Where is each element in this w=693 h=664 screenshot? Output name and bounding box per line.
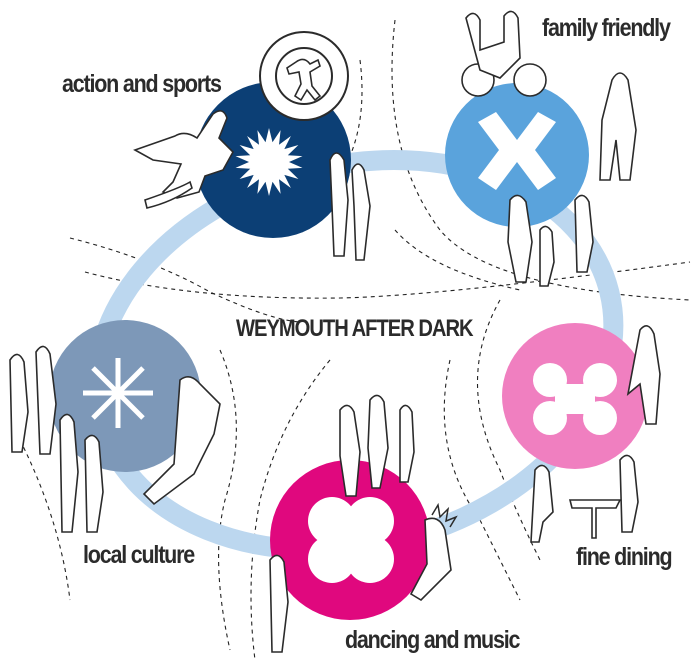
sports-badge-icon bbox=[259, 31, 349, 121]
page-title: WEYMOUTH AFTER DARK bbox=[236, 315, 474, 342]
label-local-culture[interactable]: local culture bbox=[83, 541, 195, 569]
label-action-and-sports[interactable]: action and sports bbox=[62, 70, 222, 98]
starburst-icon bbox=[235, 128, 303, 196]
label-family-friendly[interactable]: family friendly bbox=[542, 14, 671, 42]
label-fine-dining[interactable]: fine dining bbox=[576, 543, 673, 571]
asterisk-icon bbox=[83, 358, 153, 428]
starburst-shape bbox=[235, 128, 303, 196]
spark-mark bbox=[431, 502, 458, 528]
cross-icon bbox=[478, 112, 556, 190]
local-culture-circle[interactable] bbox=[49, 320, 201, 472]
people-silhouettes bbox=[9, 10, 661, 653]
dashed-boundaries bbox=[19, 19, 691, 661]
four-lobe-icon bbox=[308, 497, 394, 583]
label-dancing-and-music[interactable]: dancing and music bbox=[345, 626, 520, 654]
quatrefoil-dots-icon bbox=[533, 363, 617, 435]
